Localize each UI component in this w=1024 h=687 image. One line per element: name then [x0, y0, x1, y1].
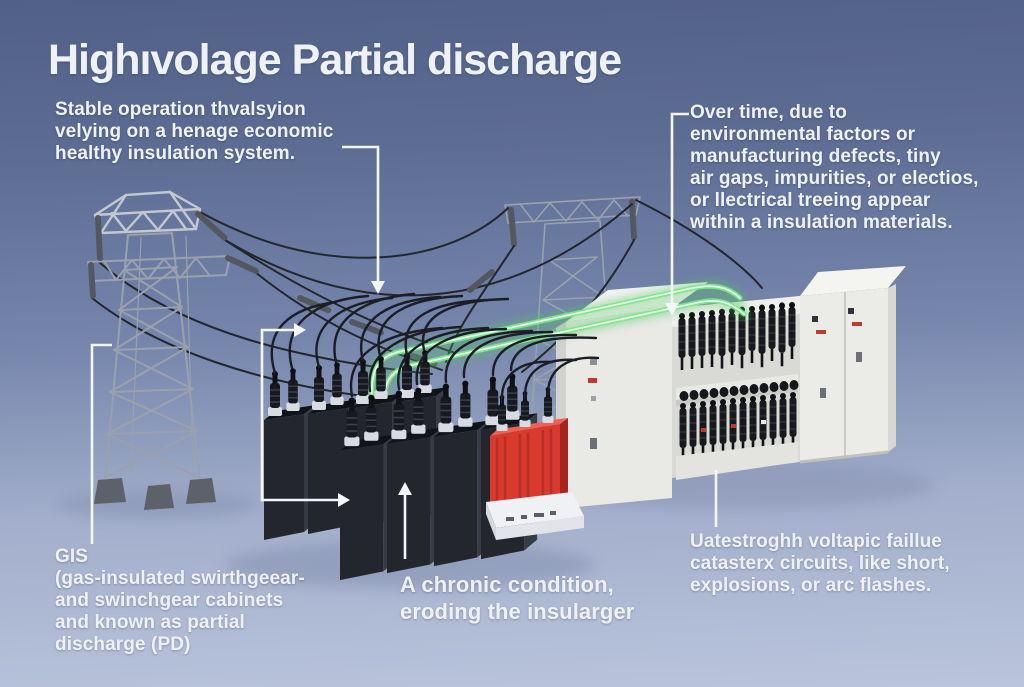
annotation-line: environmental factors or [690, 124, 916, 145]
annotation-line: air gaps, impurities, or electios, [690, 168, 979, 189]
annotation-line: velying on a henage economic [55, 121, 334, 142]
page-title: Highıvolage Partial discharge [48, 36, 622, 84]
control-base-unit [486, 492, 584, 540]
annotation-line: Over time, due to [690, 102, 847, 123]
connector-stable-operation [342, 145, 385, 294]
connector-chronic [398, 482, 412, 559]
capacitor-bank-dark [264, 292, 598, 580]
annotation-over-time: Over time, due to environmental factors … [690, 102, 1020, 234]
annotation-chronic: A chronic condition, eroding the insular… [400, 571, 720, 625]
insulator-racks [676, 301, 799, 461]
annotation-line: manufacturing defects, tiny [690, 146, 941, 167]
annotation-line: GIS [55, 546, 89, 567]
annotation-line: or llectrical treeing appear [690, 190, 931, 211]
annotation-line: (gas-insulated swirthgeear- [55, 568, 305, 589]
transmission-tower-left [87, 190, 259, 510]
connector-capacitor-bracket [260, 323, 350, 507]
annotation-line: A chronic condition, [400, 572, 614, 597]
bushing-cables-front [349, 325, 598, 398]
annotation-gis: GIS (gas-insulated swirthgeear- and swin… [55, 546, 385, 656]
annotation-line: within a insulation materials. [690, 212, 953, 233]
annotation-line: healthy insulation system. [55, 143, 296, 164]
annotation-line: Stable operation thvalsyion [55, 99, 306, 120]
annotation-line: discharge (PD) [55, 634, 191, 655]
annotation-line: Uatestroghh voltapic faillue [690, 531, 942, 552]
annotation-line: catasterx circuits, like short, [690, 553, 950, 574]
connector-gis [90, 343, 112, 544]
annotation-line: eroding the insularger [400, 599, 635, 624]
annotation-line: and swinchgear cabinets [55, 590, 284, 611]
bushing-cables [270, 292, 510, 375]
annotation-failure: Uatestroghh voltapic faillue catasterx c… [690, 531, 1020, 597]
annotation-line: explosions, or arc flashes. [690, 575, 932, 596]
annotation-line: and known as partial [55, 612, 245, 633]
capacitor-units-red [486, 356, 600, 540]
annotation-connectors [90, 112, 718, 559]
connector-over-time [665, 112, 689, 316]
annotation-stable-operation: Stable operation thvalsyion velying on a… [55, 99, 425, 165]
